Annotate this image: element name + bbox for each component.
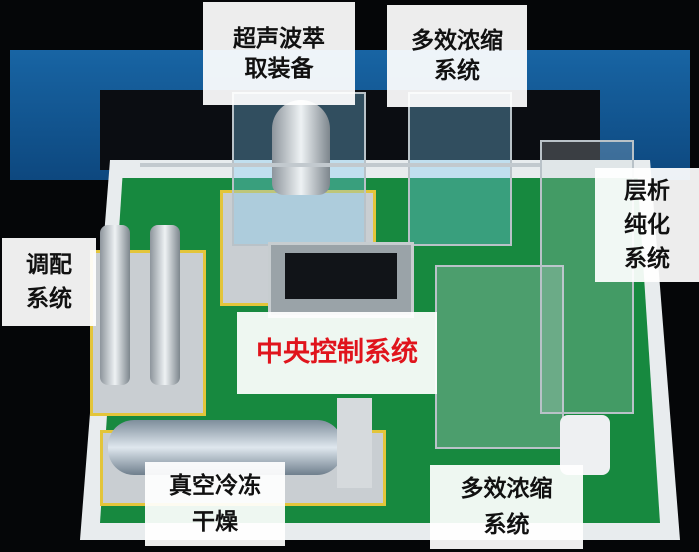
label-line: 系统	[434, 58, 480, 84]
label-line: 超声波萃	[233, 25, 325, 52]
blending-tanks	[100, 225, 130, 385]
label-line: 系统	[483, 512, 530, 538]
pipe	[140, 163, 540, 167]
label-concentrate-bottom: 多效浓缩系统	[430, 465, 583, 549]
label-line: 系统	[624, 246, 670, 272]
label-line: 纯化	[624, 212, 670, 238]
label-line: 中央控制系统	[256, 337, 418, 368]
label-blending: 调配系统	[2, 238, 96, 326]
freeze-dryer-cabinet	[337, 398, 372, 488]
label-line: 调配	[26, 252, 72, 278]
label-line: 多效浓缩	[411, 28, 503, 54]
concentrate-bottom-frame	[435, 265, 564, 449]
label-ultrasonic-extraction: 超声波萃取装备	[203, 2, 355, 105]
label-chromatography: 层析纯化系统	[595, 168, 699, 282]
label-line: 系统	[26, 286, 72, 312]
label-central-control: 中央控制系统	[237, 312, 437, 394]
label-line: 取装备	[244, 55, 314, 82]
blending-tanks	[150, 225, 180, 385]
control-screen	[268, 242, 414, 318]
label-line: 层析	[624, 178, 670, 204]
label-freeze-dry: 真空冷冻干燥	[145, 462, 285, 546]
label-line: 真空冷冻	[169, 473, 261, 499]
extraction-tank	[272, 100, 330, 195]
label-line: 干燥	[192, 509, 238, 535]
label-concentrate-top: 多效浓缩系统	[387, 5, 527, 107]
label-line: 多效浓缩	[460, 476, 553, 502]
concentrate-top-frame	[408, 92, 512, 246]
